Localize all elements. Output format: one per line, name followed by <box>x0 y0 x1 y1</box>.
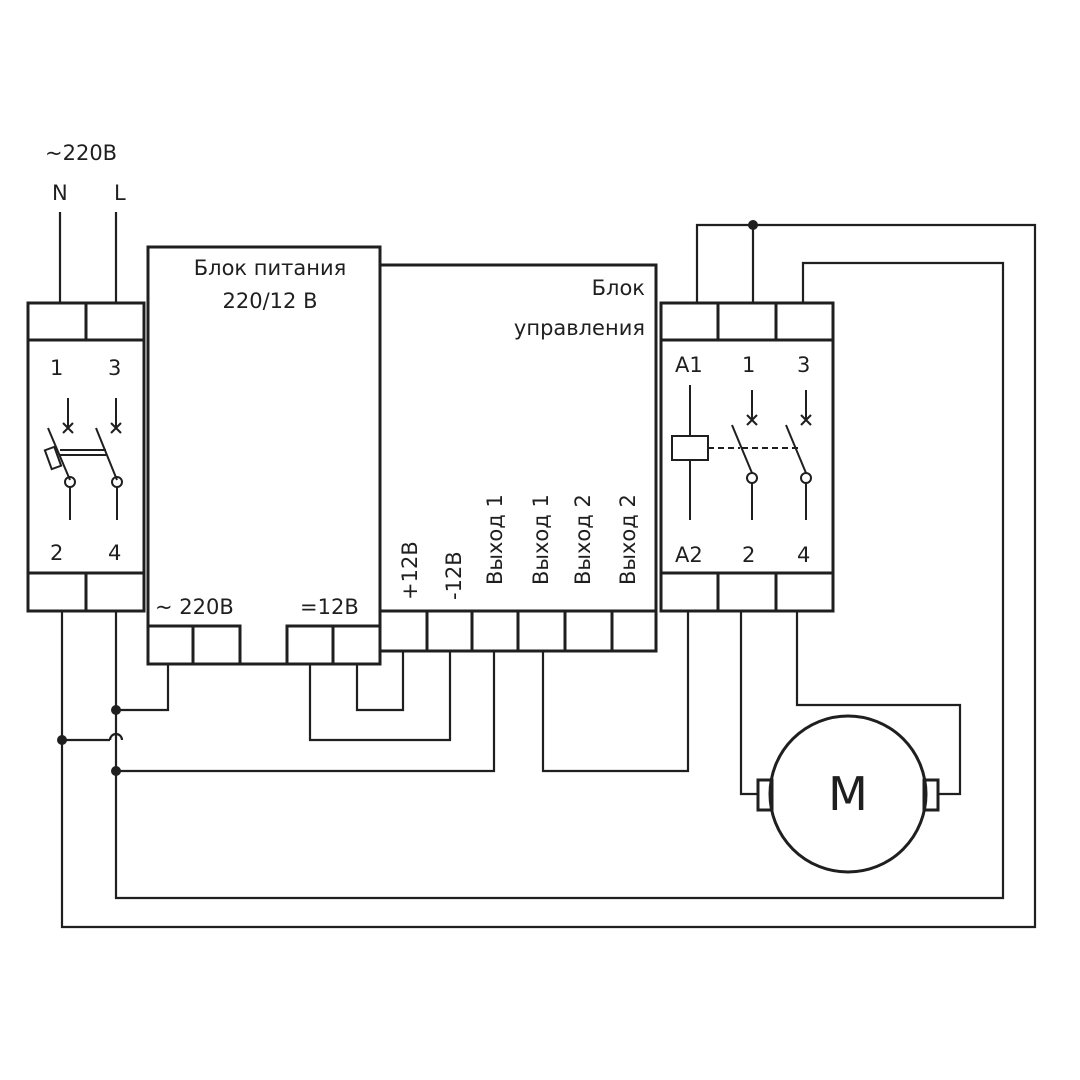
control-terminal-plus12 <box>378 609 429 653</box>
junction-node <box>748 220 758 230</box>
power-supply-terminal-in-1 <box>146 624 195 666</box>
breaker-terminal-3: 3 <box>108 356 121 380</box>
wire-ps-minus-to-control <box>308 651 452 742</box>
control-pin-plus12: +12В <box>398 541 422 600</box>
power-supply-input-label: ~ 220В <box>155 595 234 619</box>
contactor: A1 1 3 A2 2 4 <box>659 301 835 613</box>
control-pin-output1-b: Выход 1 <box>529 494 553 585</box>
contactor-terminal-a1: A1 <box>675 353 703 377</box>
motor: M <box>756 714 940 874</box>
wire-contactor-4-to-motor <box>795 611 962 796</box>
wire-ps-plus-to-control <box>355 651 405 712</box>
control-terminal-output2-a <box>563 609 614 653</box>
control-terminal-output1-b <box>516 609 567 653</box>
control-pin-output1-a: Выход 1 <box>483 494 507 585</box>
junction-node <box>111 705 121 715</box>
control-terminal-output1-a <box>470 609 520 653</box>
power-supply-terminal-in-2 <box>191 624 242 666</box>
power-supply-output-label: =12В <box>300 595 359 619</box>
control-terminal-output2-b <box>610 609 658 653</box>
contactor-switch-symbol <box>731 390 812 520</box>
control-pin-minus12: -12В <box>442 551 466 600</box>
wire-breaker-to-ps-in1 <box>116 664 170 712</box>
power-supply-title-line1: Блок питания <box>194 256 347 280</box>
contactor-terminal-a2: A2 <box>675 543 703 567</box>
control-terminal-minus12 <box>425 609 474 653</box>
wire-contactor-3-line <box>114 261 1005 900</box>
junction-node <box>57 735 67 745</box>
breaker-terminal-4: 4 <box>108 541 121 565</box>
circuit-breaker: 1 3 2 4 <box>26 301 146 613</box>
neutral-label: N <box>52 181 68 205</box>
breaker-terminal-1: 1 <box>50 356 63 380</box>
wire-a1-neutral-loop <box>60 223 1037 929</box>
wire-crossover <box>108 732 124 741</box>
wire-line-to-output1 <box>116 651 496 773</box>
breaker-terminal-2: 2 <box>50 541 63 565</box>
control-block: Блок управления +12В -12В Выход 1 Выход … <box>378 263 658 653</box>
control-block-title-line1: Блок <box>592 276 645 300</box>
control-block-title-line2: управления <box>514 316 645 340</box>
junction-node <box>111 766 121 776</box>
power-supply-title-line2: 220/12 В <box>223 289 318 313</box>
wire-output1-to-a2 <box>541 611 690 773</box>
breaker-switch-symbol <box>43 398 123 520</box>
power-supply-block: Блок питания 220/12 В ~ 220В =12В <box>146 245 382 666</box>
control-pin-output2-a: Выход 2 <box>571 494 595 585</box>
contactor-terminal-3: 3 <box>797 353 810 377</box>
power-supply-terminal-out-2 <box>331 624 382 666</box>
supply-voltage-label: ~220В <box>45 141 117 165</box>
power-supply-terminal-out-1 <box>285 624 335 666</box>
wiring <box>57 220 1037 929</box>
contactor-terminal-1: 1 <box>742 353 755 377</box>
control-pin-output2-b: Выход 2 <box>616 494 640 585</box>
contactor-coil-symbol <box>671 385 740 520</box>
contactor-terminal-4: 4 <box>797 543 810 567</box>
contactor-terminal-2: 2 <box>742 543 755 567</box>
line-label: L <box>114 181 126 205</box>
motor-label: M <box>828 767 868 821</box>
wire-contactor-2-to-motor <box>739 611 758 796</box>
